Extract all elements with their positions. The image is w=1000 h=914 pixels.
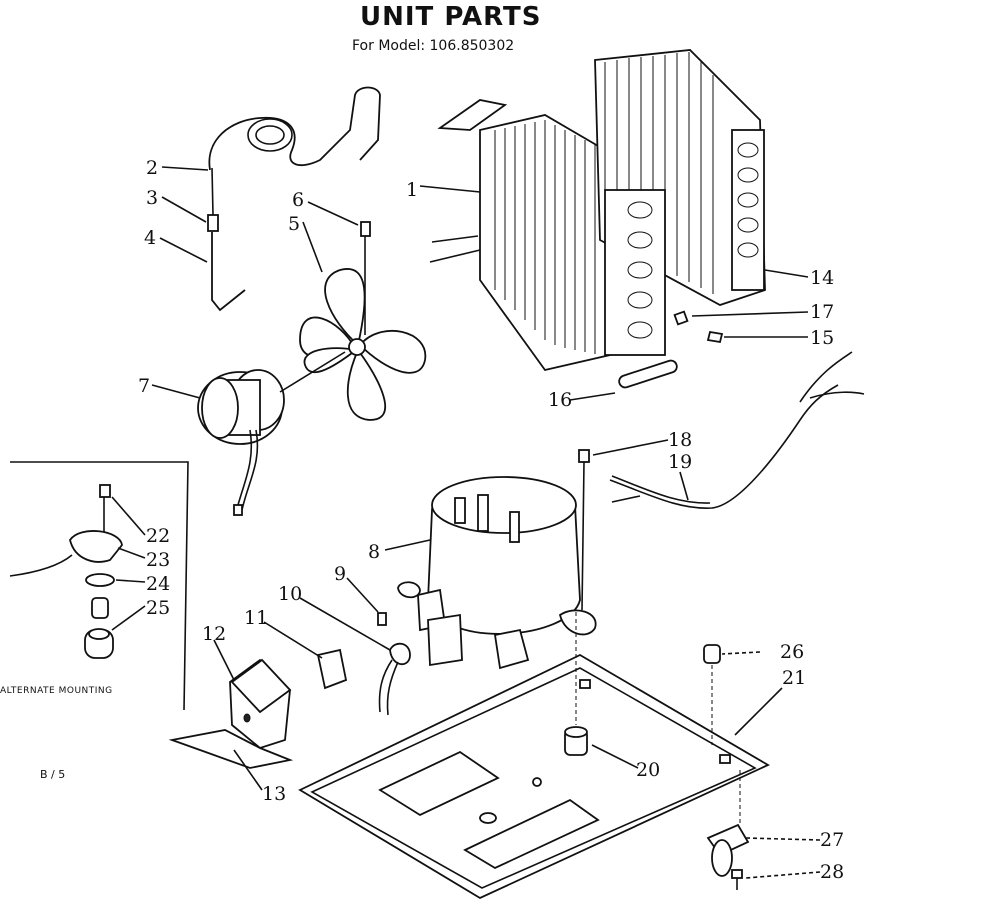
evaporator-coil: [429, 99, 611, 372]
inset-caption: ALTERNATE MOUNTING: [0, 686, 113, 696]
callout-21: 21: [782, 667, 806, 689]
capacitor-bracket: [168, 729, 294, 769]
callout-9: 9: [334, 563, 346, 585]
fan-nut: [360, 221, 371, 237]
callout-2: 2: [146, 157, 158, 179]
callout-17: 17: [810, 301, 834, 323]
callout-12: 12: [202, 623, 226, 645]
callout-18: 18: [668, 429, 692, 451]
page-reference: B / 5: [40, 768, 66, 781]
callout-5: 5: [288, 213, 300, 235]
callout-6: 6: [292, 189, 304, 211]
diagram-title: UNIT PARTS: [360, 2, 542, 32]
callout-25: 25: [146, 597, 170, 619]
callout-26: 26: [780, 641, 804, 663]
grommet: [564, 612, 588, 756]
callout-22: 22: [146, 525, 170, 547]
fan-motor: [197, 351, 346, 516]
callout-24: 24: [146, 573, 170, 595]
fan-blade: [299, 221, 426, 421]
insulation-tube: [618, 359, 678, 389]
callout-3: 3: [146, 187, 158, 209]
capillary-tube-assembly: [207, 86, 381, 312]
base-pan: [298, 653, 770, 900]
wiring-harness: [609, 351, 865, 509]
callout-15: 15: [810, 327, 834, 349]
callout-14: 14: [810, 267, 834, 289]
callout-20: 20: [636, 759, 660, 781]
terminal-cover: [427, 613, 463, 667]
drier-fitting: [207, 214, 219, 232]
callout-7: 7: [138, 375, 150, 397]
callout-10: 10: [278, 583, 302, 605]
alternate-mounting-inset: [9, 461, 189, 711]
overload-and-relay: [316, 612, 411, 716]
relay: [316, 648, 348, 690]
callout-4: 4: [144, 227, 156, 249]
compressor: [397, 476, 597, 670]
callout-19: 19: [668, 451, 692, 473]
callout-leaders: [111, 166, 821, 879]
callout-16: 16: [548, 389, 572, 411]
callout-13: 13: [262, 783, 286, 805]
callout-23: 23: [146, 549, 170, 571]
retainer-clip: [377, 612, 387, 626]
callout-8: 8: [368, 541, 380, 563]
capacitor-with-bracket: [168, 658, 294, 769]
callout-27: 27: [820, 829, 844, 851]
callout-11: 11: [244, 607, 268, 629]
model-subtitle: For Model: 106.850302: [352, 38, 515, 54]
callout-28: 28: [820, 861, 844, 883]
mounting-bolt: [578, 449, 590, 611]
screw-and-clip-parts: [618, 310, 724, 389]
condenser-coil: [594, 49, 766, 356]
callout-1: 1: [406, 179, 418, 201]
caster-hardware: [703, 644, 750, 890]
